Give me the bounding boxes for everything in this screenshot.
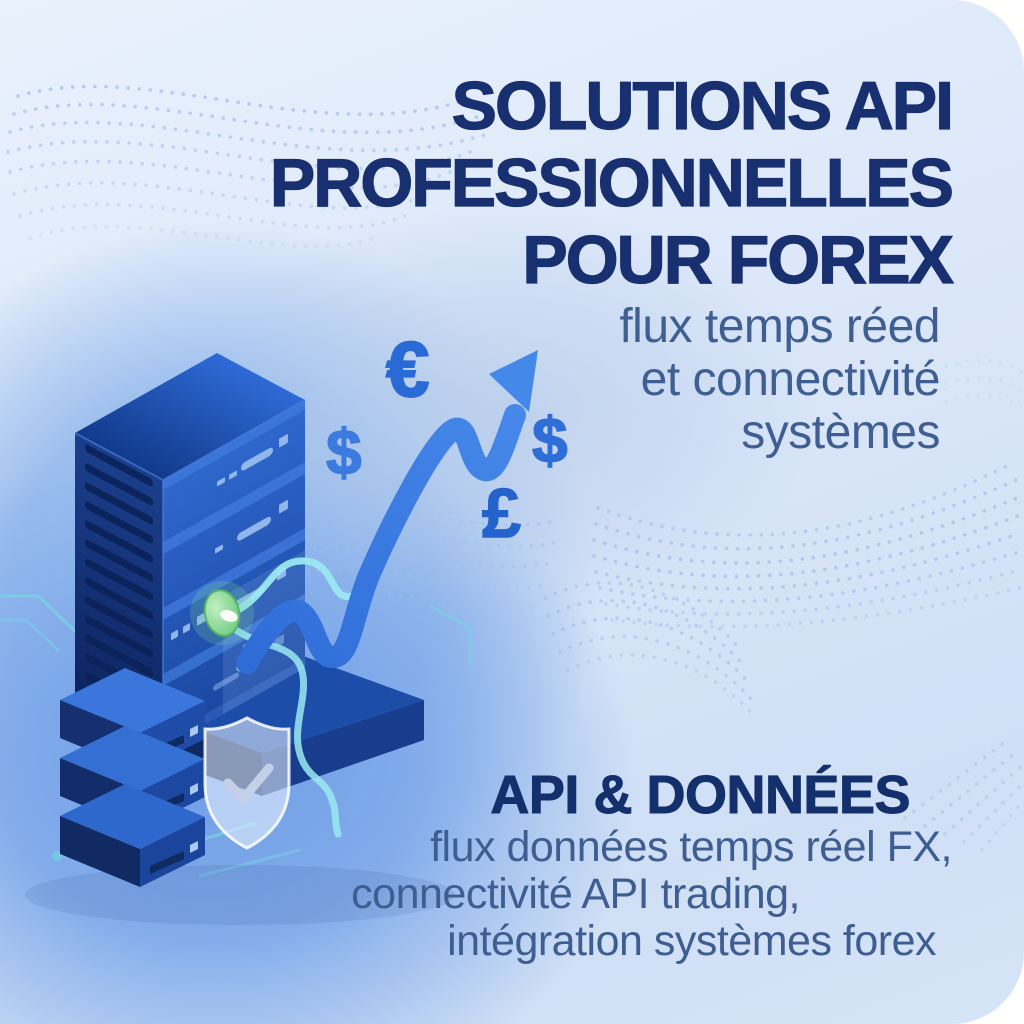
footer-line-2: connectivité API trading, bbox=[351, 870, 800, 918]
dotted-swirl bbox=[543, 581, 756, 718]
footer-text: flux données temps réel FX, connectivité… bbox=[351, 824, 952, 965]
subtitle: flux temps réed et connectivité systèmes bbox=[619, 300, 940, 459]
euro-symbol: € bbox=[385, 325, 430, 413]
server-stack-icon bbox=[60, 668, 205, 887]
footer-line-3: intégration systèmes forex bbox=[447, 917, 936, 965]
dotted-wave-pattern-right bbox=[592, 460, 1022, 629]
check-mark bbox=[223, 763, 274, 804]
growth-arrow-icon bbox=[236, 350, 538, 674]
dotted-rows-mid bbox=[294, 501, 562, 611]
subtitle-line-3: systèmes bbox=[741, 406, 940, 459]
dollar-symbol-left: $ bbox=[325, 416, 362, 488]
dotted-diagonals-bottom-right bbox=[903, 740, 1024, 852]
dollar-symbol-right: $ bbox=[531, 404, 568, 476]
shield-check-icon bbox=[203, 716, 291, 850]
footer-line-1: flux données temps réel FX, bbox=[430, 823, 952, 871]
subtitle-line-1: flux temps réed bbox=[619, 300, 940, 353]
headline-line-2: PROFESSIONNELLES bbox=[269, 144, 954, 221]
headline-line-1: SOLUTIONS API bbox=[451, 67, 955, 144]
pound-symbol: £ bbox=[481, 474, 521, 552]
subtitle-line-2: et connectivité bbox=[640, 353, 941, 406]
headline: SOLUTIONS API PROFESSIONNELLES POUR FORE… bbox=[269, 67, 955, 299]
server-tower-icon bbox=[74, 353, 306, 748]
headline-line-3: POUR FOREX bbox=[522, 221, 955, 298]
dotted-wave-pattern bbox=[6, 84, 490, 249]
footer-heading: API & DONNÉES bbox=[490, 765, 911, 826]
green-status-dot bbox=[190, 581, 254, 645]
